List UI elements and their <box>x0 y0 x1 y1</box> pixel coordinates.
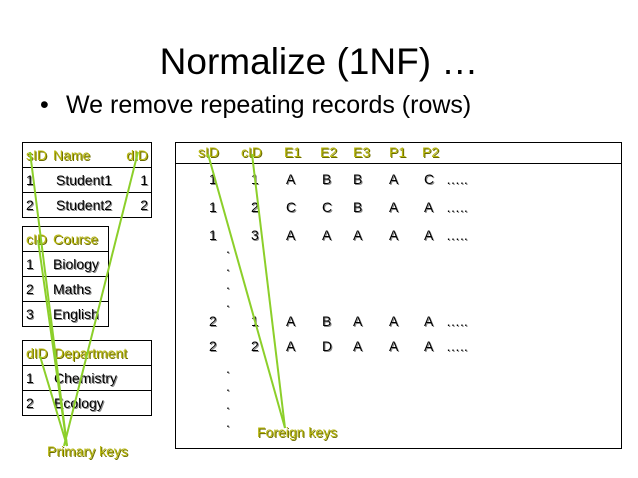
courses-cell: Maths <box>50 276 109 302</box>
grades-cell: A <box>424 227 434 243</box>
grades-cell: A <box>286 171 296 187</box>
slide-title: Normalize (1NF) … <box>159 41 479 82</box>
grades-cell: A <box>322 227 332 243</box>
grades-header-cell: E1 <box>284 144 302 160</box>
ellipsis-dot: . <box>226 360 230 376</box>
departments-table: dID Department 1 Chemistry 2 Ecology <box>22 340 152 416</box>
grades-cell: 1 <box>209 171 217 187</box>
grades-cell: A <box>286 338 296 354</box>
departments-header-department: Department <box>51 340 152 366</box>
grades-cell: 1 <box>209 199 217 215</box>
grades-header-row <box>175 142 622 164</box>
grades-cell: ….. <box>446 338 468 354</box>
departments-row: 2 Ecology <box>22 390 152 416</box>
grades-cell: A <box>389 338 399 354</box>
grades-cell: D <box>322 338 333 354</box>
grades-cell: ….. <box>446 199 468 215</box>
grades-cell: A <box>424 338 434 354</box>
grades-cell: A <box>353 313 363 329</box>
departments-header-did: dID <box>22 340 51 366</box>
courses-table: cID Course 1 Biology 2 Maths 3 English <box>22 226 109 327</box>
grades-cell: C <box>424 171 435 187</box>
grades-cell: A <box>389 199 399 215</box>
ellipsis-dot: . <box>226 240 230 256</box>
departments-cell: Ecology <box>51 390 152 416</box>
students-cell: 1 <box>22 167 50 193</box>
ellipsis-dot: . <box>226 414 230 430</box>
grades-cell: B <box>322 313 332 329</box>
courses-row: 2 Maths <box>22 276 109 302</box>
students-row: 1 Student1 1 <box>22 167 152 193</box>
arrow-foreign-sid <box>207 153 286 429</box>
grades-cell: B <box>353 171 363 187</box>
grades-cell: 2 <box>251 199 259 215</box>
grades-cell: 3 <box>251 227 259 243</box>
courses-cell: 3 <box>22 301 50 327</box>
grades-cell: A <box>389 313 399 329</box>
departments-cell: 2 <box>22 390 51 416</box>
foreign-keys-label: Foreign keys <box>257 424 338 440</box>
grades-cell: ….. <box>446 313 468 329</box>
grades-cell: 2 <box>251 338 259 354</box>
grades-cell: A <box>286 227 296 243</box>
grades-header-cell: sID <box>198 144 219 160</box>
grades-cell: 2 <box>209 338 217 354</box>
grades-cell: A <box>424 199 434 215</box>
grades-cell: C <box>322 199 333 215</box>
grades-cell: B <box>322 171 332 187</box>
courses-header-row: cID Course <box>22 226 109 252</box>
ellipsis-dot: . <box>226 258 230 274</box>
ellipsis-dot: . <box>226 294 230 310</box>
courses-cell: Biology <box>50 251 109 277</box>
students-cell: Student1 <box>50 167 121 193</box>
ellipsis-dot: . <box>226 378 230 394</box>
students-cell: Student2 <box>50 192 121 218</box>
grades-cell: A <box>353 338 363 354</box>
grades-cell: C <box>286 199 297 215</box>
grades-cell: A <box>389 227 399 243</box>
grades-header-cell: P1 <box>389 144 407 160</box>
courses-header-course: Course <box>50 226 109 252</box>
grades-header-cell: E2 <box>320 144 338 160</box>
arrow-primary-cid <box>37 239 68 447</box>
bullet-marker: • <box>40 91 49 119</box>
grades-cell: ….. <box>446 171 468 187</box>
arrow-did-to-students <box>63 151 139 447</box>
grades-header-cell: E3 <box>353 144 371 160</box>
bullet-point: • We remove repeating records (rows) <box>40 88 471 122</box>
grades-cell: A <box>389 171 399 187</box>
grades-cell: A <box>353 227 363 243</box>
grades-cell: A <box>424 313 434 329</box>
arrow-primary-did <box>39 355 68 447</box>
grades-cell: A <box>286 313 296 329</box>
primary-keys-label: Primary keys <box>47 443 128 459</box>
grades-cell: B <box>353 199 363 215</box>
arrow-foreign-cid <box>251 153 286 429</box>
ellipsis-dot: . <box>226 396 230 412</box>
grades-table <box>175 142 622 449</box>
students-row: 2 Student2 2 <box>22 192 152 218</box>
grades-header-cell: P2 <box>422 144 440 160</box>
grades-header-cell: cID <box>241 144 262 160</box>
courses-row: 1 Biology <box>22 251 109 277</box>
students-table: sID Name dID 1 Student1 1 2 Student2 2 <box>22 142 152 218</box>
departments-header-row: dID Department <box>22 340 152 366</box>
grades-cell: ….. <box>446 227 468 243</box>
ellipsis-dot: . <box>226 276 230 292</box>
grades-cell: 2 <box>209 313 217 329</box>
bullet-text: We remove repeating records (rows) <box>66 91 472 119</box>
grades-cell: 1 <box>209 227 217 243</box>
